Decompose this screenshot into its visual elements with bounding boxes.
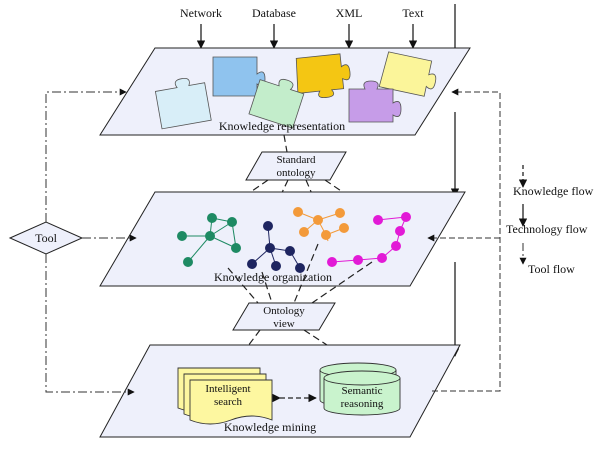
graph-node [207,213,217,223]
tool-flow-to-mining [45,254,135,396]
connector-line [227,267,259,304]
graph-node [373,215,383,225]
legend: Knowledge flow Technology flow Tool flow [506,165,594,276]
intelligent-search-documents: Intelligent search [177,367,273,425]
puzzle-piece-light-blue [154,78,212,130]
graph-node [395,226,405,236]
graph-orange [293,207,349,242]
graph-edge [187,235,211,263]
graph-node [263,221,273,231]
standard-ontology-label-line1: Standard [276,154,316,166]
ontology-view-label-line1: Ontology [263,305,305,317]
cylinder-front-body [323,378,401,416]
graph-node [271,261,281,271]
puzzle-piece-yellow [295,53,351,99]
feedback-loop [427,88,501,392]
graph-node [293,207,303,217]
graph-node [295,263,305,273]
input-network: Network [180,6,222,49]
puzzle-piece-green [248,78,305,129]
graph-node [265,243,275,253]
layer-label-representation: Knowledge representation [219,119,345,133]
tool-node: Tool [8,221,84,255]
ontology-view-box [232,302,336,331]
intelligent-search-label-line1: Intelligent [205,383,250,395]
input-database: Database [252,6,296,49]
standard-ontology-box [245,151,347,181]
graph-node [313,215,323,225]
input-label-text: Text [402,6,424,20]
graph-node [353,255,363,265]
graph-node [299,227,309,237]
puzzle-piece-light-yellow [378,51,437,97]
tool-label: Tool [35,231,57,245]
input-label-network: Network [180,6,222,20]
graph-node [339,223,349,233]
graph-node [285,246,295,256]
tool-flow-to-representation [45,88,127,222]
legend-technology-flow-label: Technology flow [506,222,588,236]
graph-node [247,259,257,269]
connector-line [283,134,288,153]
layer-label-mining: Knowledge mining [224,420,316,434]
input-label-database: Database [252,6,296,20]
semantic-reasoning-label-line2: reasoning [341,398,384,410]
graph-node [231,243,241,253]
graph-node [205,231,215,241]
graph-node [321,230,331,240]
ontology-view-label-line2: view [273,318,294,330]
cylinder-front-top [323,370,401,386]
graph-node [183,257,193,267]
graph-node [227,217,237,227]
standard-ontology-label-line2: ontology [276,167,316,179]
graph-magenta [327,212,411,267]
graph-node [377,253,387,263]
intelligent-search-label-line2: search [214,396,243,408]
graph-node [327,257,337,267]
legend-tool-flow-label: Tool flow [528,262,575,276]
graph-navy [247,221,305,273]
puzzle-piece-purple [348,80,402,123]
connector-ontology-view: Ontology view [227,243,373,367]
tool-flow-lines [45,88,137,396]
graph-node [177,231,187,241]
connector-line [311,261,373,304]
graph-node [391,241,401,251]
connector-standard-ontology: Standard ontology [219,134,373,223]
document-sheet-front [189,379,273,425]
feedback-loop-line [432,88,501,392]
input-text: Text [402,6,424,49]
connector-line [261,271,273,304]
legend-knowledge-flow-label: Knowledge flow [513,184,594,198]
semantic-reasoning-label-line1: Semantic [342,385,383,397]
graph-node [335,208,345,218]
input-label-xml: XML [336,6,363,20]
graph-green [177,213,241,267]
puzzle-piece-blue [212,56,266,97]
graph-node [401,212,411,222]
semantic-reasoning-cylinders: Semantic reasoning [319,362,401,416]
input-xml: XML [336,6,363,49]
